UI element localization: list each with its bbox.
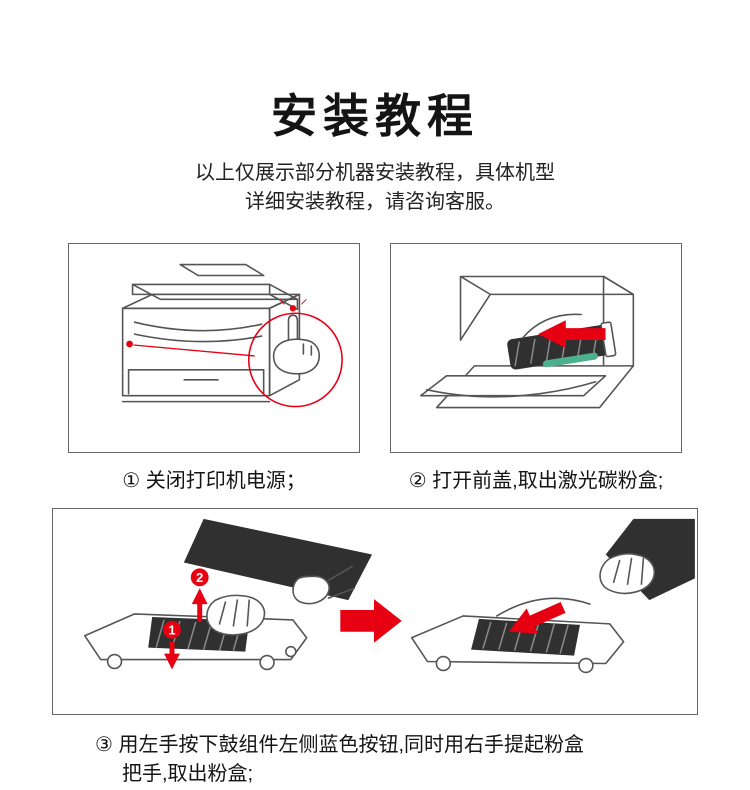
step-marker-lift: 2 — [190, 568, 209, 587]
left-glove-hand-icon — [206, 594, 266, 636]
left-arm-sleeve — [183, 518, 373, 601]
right-hand-on-handle-icon — [292, 565, 355, 605]
step-captions-row: ① 关闭打印机电源； ② 打开前盖,取出激光碳粉盒; — [0, 469, 750, 494]
red-down-arrow-icon — [164, 641, 180, 670]
step1-caption: ① 关闭打印机电源； — [122, 469, 306, 492]
svg-text:2: 2 — [196, 570, 203, 585]
toner-removal-illustration: 2 1 — [84, 518, 695, 674]
magnifier-circle-icon — [247, 298, 343, 408]
red-diagonal-arrow-icon — [508, 601, 566, 634]
drum-unit-left — [84, 613, 308, 671]
subtitle-line-2: 详细安装教程，请咨询客服。 — [245, 190, 505, 213]
svg-text:1: 1 — [168, 622, 175, 637]
step-marker-press: 1 — [163, 620, 181, 639]
step2-caption: ② 打开前盖,取出激光碳粉盒; — [408, 469, 664, 492]
red-right-arrow-icon — [340, 599, 402, 643]
right-arm-sleeve — [605, 518, 695, 601]
printer-power-illustration — [121, 263, 343, 408]
printer-open-line-art — [420, 275, 635, 409]
red-up-arrow-icon — [191, 588, 208, 622]
red-left-arrow-icon — [537, 320, 606, 348]
callout-leader-line — [133, 344, 255, 357]
drum-unit-right — [410, 597, 625, 674]
pressing-finger-hand-icon — [272, 298, 321, 375]
cartridge-handle — [521, 313, 583, 339]
step2-illustration-panel — [390, 242, 682, 453]
open-cover-illustration — [420, 275, 635, 409]
pressed-button-dot — [289, 304, 297, 312]
green-drum-roller — [542, 352, 598, 368]
power-button-dot — [126, 340, 133, 348]
right-glove-hand-icon — [599, 552, 656, 594]
step3-caption-line-2: 把手,取出粉盒; — [122, 762, 254, 785]
step-panels-row — [0, 242, 750, 453]
printer-line-art — [121, 263, 301, 403]
page-title: 安装教程 — [271, 90, 479, 142]
step3-illustration-panel: 2 1 — [52, 507, 698, 715]
step1-illustration-panel — [68, 242, 360, 453]
step3-caption: ③ 用左手按下鼓组件左侧蓝色按钮,同时用右手提起粉盒 把手,取出粉盒; — [95, 731, 750, 789]
step3-caption-line-1: ③ 用左手按下鼓组件左侧蓝色按钮,同时用右手提起粉盒 — [95, 733, 585, 756]
subtitle-line-1: 以上仅展示部分机器安装教程，具体机型 — [195, 161, 555, 184]
cartridge-handle — [496, 597, 591, 617]
subtitle: 以上仅展示部分机器安装教程，具体机型 详细安装教程，请咨询客服。 — [0, 159, 750, 217]
